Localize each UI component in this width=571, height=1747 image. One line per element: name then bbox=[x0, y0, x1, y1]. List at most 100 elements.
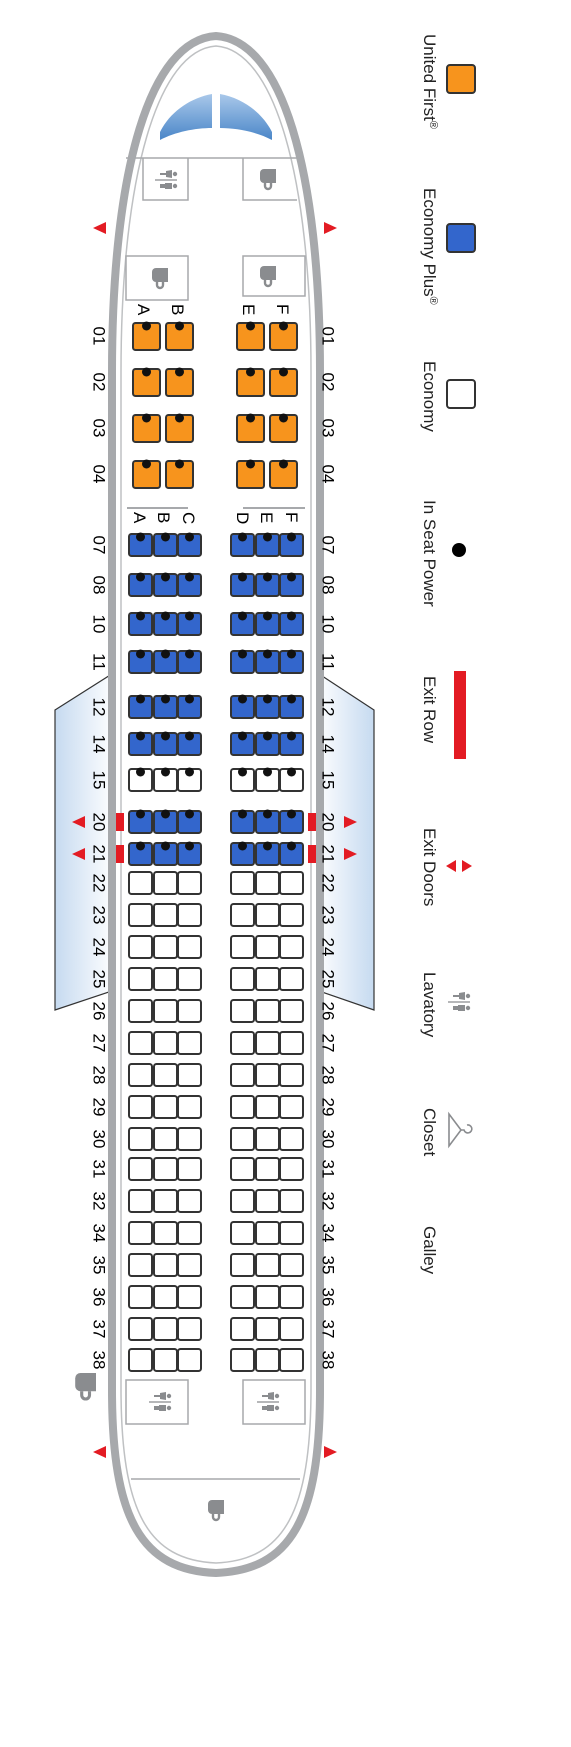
seat[interactable] bbox=[255, 1317, 280, 1341]
seat[interactable] bbox=[128, 1285, 153, 1309]
row-number: 36 bbox=[319, 1288, 338, 1307]
seat[interactable] bbox=[255, 1253, 280, 1277]
seat[interactable] bbox=[153, 935, 178, 959]
seat[interactable] bbox=[177, 1031, 202, 1055]
seat[interactable] bbox=[153, 871, 178, 895]
seat[interactable] bbox=[279, 1348, 304, 1372]
seat[interactable] bbox=[177, 999, 202, 1023]
seat[interactable] bbox=[128, 903, 153, 927]
seat[interactable] bbox=[128, 1317, 153, 1341]
seat[interactable] bbox=[177, 1189, 202, 1213]
seat[interactable] bbox=[153, 1285, 178, 1309]
seat[interactable] bbox=[230, 999, 255, 1023]
power-outlet-dot bbox=[287, 767, 296, 777]
seat[interactable] bbox=[279, 967, 304, 991]
seat[interactable] bbox=[177, 1095, 202, 1119]
seat[interactable] bbox=[153, 1095, 178, 1119]
seat[interactable] bbox=[128, 1127, 153, 1151]
seat[interactable] bbox=[279, 1157, 304, 1181]
seat[interactable] bbox=[279, 999, 304, 1023]
seat[interactable] bbox=[128, 967, 153, 991]
seat[interactable] bbox=[279, 1031, 304, 1055]
seat[interactable] bbox=[177, 1253, 202, 1277]
seat[interactable] bbox=[128, 1095, 153, 1119]
seat[interactable] bbox=[255, 1127, 280, 1151]
seat[interactable] bbox=[255, 967, 280, 991]
seat[interactable] bbox=[153, 1063, 178, 1087]
seat[interactable] bbox=[230, 1095, 255, 1119]
seat[interactable] bbox=[255, 1348, 280, 1372]
seat[interactable] bbox=[128, 1031, 153, 1055]
seat[interactable] bbox=[255, 1221, 280, 1245]
seat[interactable] bbox=[177, 1157, 202, 1181]
seat[interactable] bbox=[153, 1031, 178, 1055]
seat[interactable] bbox=[255, 1063, 280, 1087]
seat[interactable] bbox=[230, 935, 255, 959]
seat[interactable] bbox=[230, 1157, 255, 1181]
seat[interactable] bbox=[255, 903, 280, 927]
seat[interactable] bbox=[177, 1317, 202, 1341]
seat[interactable] bbox=[177, 1221, 202, 1245]
seat[interactable] bbox=[279, 1317, 304, 1341]
seat[interactable] bbox=[153, 1127, 178, 1151]
seat[interactable] bbox=[128, 999, 153, 1023]
seat[interactable] bbox=[279, 1063, 304, 1087]
seat[interactable] bbox=[177, 871, 202, 895]
seat[interactable] bbox=[255, 1285, 280, 1309]
seat[interactable] bbox=[153, 903, 178, 927]
seat[interactable] bbox=[279, 871, 304, 895]
seat[interactable] bbox=[230, 903, 255, 927]
seat[interactable] bbox=[153, 999, 178, 1023]
seat[interactable] bbox=[177, 1285, 202, 1309]
seat[interactable] bbox=[230, 1285, 255, 1309]
seat[interactable] bbox=[279, 1253, 304, 1277]
seat[interactable] bbox=[255, 1189, 280, 1213]
seat[interactable] bbox=[128, 1063, 153, 1087]
seat[interactable] bbox=[230, 1127, 255, 1151]
seat[interactable] bbox=[255, 1095, 280, 1119]
legend-swatch-exit-row bbox=[454, 671, 466, 759]
seat[interactable] bbox=[279, 1221, 304, 1245]
seat[interactable] bbox=[230, 1031, 255, 1055]
seat[interactable] bbox=[255, 935, 280, 959]
seat[interactable] bbox=[128, 935, 153, 959]
seat[interactable] bbox=[230, 1189, 255, 1213]
seat[interactable] bbox=[128, 1348, 153, 1372]
seat[interactable] bbox=[279, 903, 304, 927]
seat[interactable] bbox=[255, 999, 280, 1023]
seat[interactable] bbox=[230, 871, 255, 895]
seat[interactable] bbox=[153, 1317, 178, 1341]
seat[interactable] bbox=[177, 903, 202, 927]
seat[interactable] bbox=[279, 1095, 304, 1119]
seat[interactable] bbox=[255, 1031, 280, 1055]
seat[interactable] bbox=[153, 1221, 178, 1245]
seat[interactable] bbox=[128, 871, 153, 895]
seat[interactable] bbox=[230, 1063, 255, 1087]
seat[interactable] bbox=[153, 1157, 178, 1181]
seat[interactable] bbox=[230, 1221, 255, 1245]
seat[interactable] bbox=[177, 1127, 202, 1151]
seat[interactable] bbox=[279, 1127, 304, 1151]
seat[interactable] bbox=[177, 967, 202, 991]
seat[interactable] bbox=[230, 1253, 255, 1277]
seat[interactable] bbox=[177, 1348, 202, 1372]
seat[interactable] bbox=[255, 1157, 280, 1181]
seat[interactable] bbox=[230, 967, 255, 991]
seat[interactable] bbox=[153, 967, 178, 991]
seat[interactable] bbox=[128, 1157, 153, 1181]
seat[interactable] bbox=[153, 1348, 178, 1372]
seat[interactable] bbox=[177, 935, 202, 959]
seat[interactable] bbox=[153, 1253, 178, 1277]
seat[interactable] bbox=[279, 935, 304, 959]
seat[interactable] bbox=[177, 1063, 202, 1087]
seat[interactable] bbox=[128, 1221, 153, 1245]
seat[interactable] bbox=[230, 1348, 255, 1372]
seat[interactable] bbox=[279, 1189, 304, 1213]
seat[interactable] bbox=[230, 1317, 255, 1341]
seat[interactable] bbox=[153, 1189, 178, 1213]
seat[interactable] bbox=[279, 1285, 304, 1309]
seat[interactable] bbox=[128, 1189, 153, 1213]
seat[interactable] bbox=[128, 1253, 153, 1277]
seat[interactable] bbox=[255, 871, 280, 895]
front-galley-right bbox=[242, 158, 297, 201]
